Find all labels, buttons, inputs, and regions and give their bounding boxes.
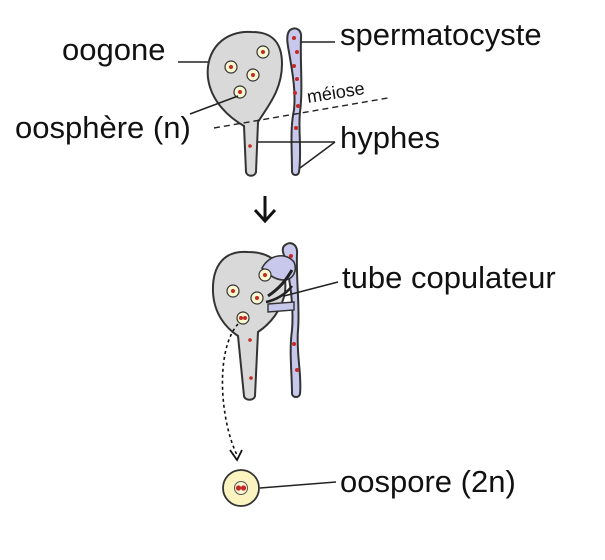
tube-copulateur-label: tube copulateur	[342, 260, 556, 295]
nucleus-dot	[263, 273, 267, 277]
nucleus-dot	[295, 77, 299, 81]
nucleus-dot	[261, 50, 265, 54]
nucleus-dot	[238, 90, 242, 94]
oogone-nuclei	[224, 45, 270, 148]
spermatocyste-hypha	[286, 27, 303, 176]
nucleus-dot	[251, 73, 255, 77]
nucleus-dot	[294, 126, 298, 130]
nucleus-dot	[255, 296, 259, 300]
tube-copulateur	[267, 269, 294, 298]
fertilization-nuclei	[226, 254, 299, 380]
spermatocyste-label: spermatocyste	[340, 17, 542, 52]
nucleus-dot	[229, 65, 233, 69]
oosphere-label: oosphère (n)	[15, 110, 191, 145]
meiose-label: méiose	[305, 78, 365, 107]
nucleus-dot	[240, 485, 247, 491]
nucleus-dot	[235, 485, 242, 491]
nucleus-dot	[295, 368, 299, 372]
oospore	[222, 469, 260, 507]
hyphes-leader-2	[299, 141, 336, 169]
hypha-nucleus	[248, 144, 252, 148]
oosphere-leader	[189, 95, 239, 115]
nucleus-dot	[289, 254, 293, 258]
tube-copulateur-leader	[283, 281, 339, 297]
hypha-nucleus	[249, 376, 253, 380]
arrow-down-icon	[253, 196, 277, 224]
lower-bridge	[267, 301, 295, 313]
oospore-label: oospore (2n)	[340, 464, 516, 499]
nucleus-dot	[239, 316, 243, 320]
hyphes-label: hyphes	[340, 120, 440, 155]
nucleus-dot	[296, 104, 300, 108]
nucleus-dot	[292, 64, 296, 68]
hypha-nucleus	[248, 338, 252, 342]
nucleus-dot	[231, 289, 235, 293]
top-stage: méiose oogone spermatocyste oosphère (n)…	[15, 17, 542, 177]
dashed-arrowhead-icon	[229, 449, 243, 462]
tube-copulateur-2	[265, 285, 293, 304]
nucleus-dot	[292, 36, 296, 40]
oospore-leader	[259, 481, 337, 489]
nucleus-dot	[292, 342, 296, 346]
nucleus-dot	[243, 316, 247, 320]
spermatocyste-nuclei	[292, 36, 300, 130]
oogone-label: oogone	[62, 32, 165, 67]
nucleus-dot	[293, 91, 297, 95]
development-dashed-arrow	[221, 323, 239, 456]
middle-stage: tube copulateur	[211, 242, 556, 401]
nucleus-dot	[295, 50, 299, 54]
